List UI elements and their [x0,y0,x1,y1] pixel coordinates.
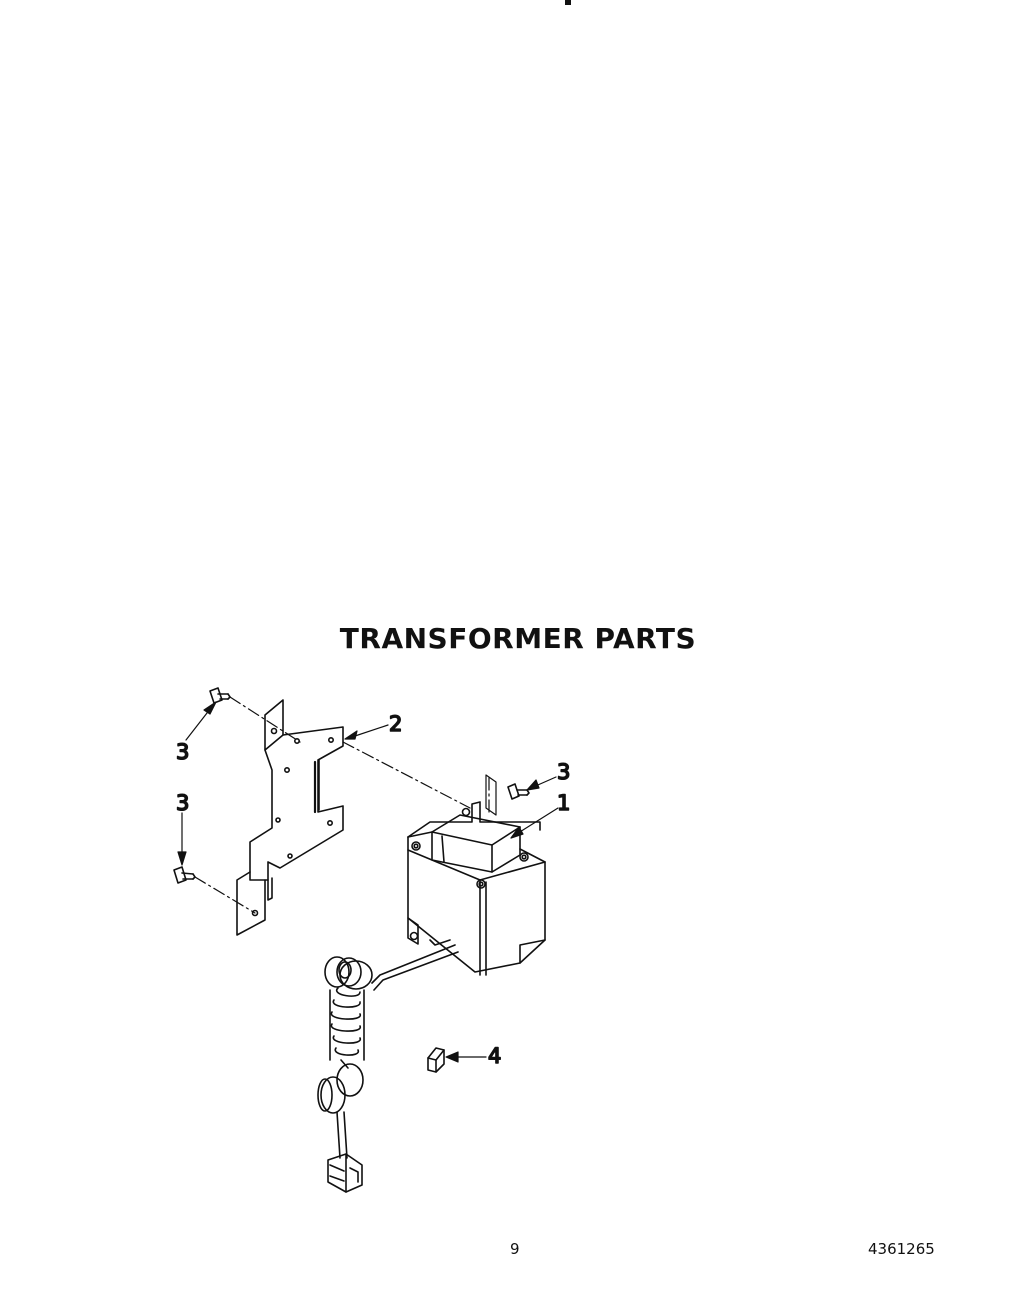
page-number: 9 [510,1240,520,1258]
assembly-lines [194,696,490,914]
callout-3-transformer: 3 [557,760,570,784]
page-title: TRANSFORMER PARTS [339,622,697,655]
wire-harness [317,939,459,1193]
transformer-mount-tab [485,774,497,816]
leader-arrows [177,701,559,1063]
callout-1: 1 [557,791,570,815]
wire-clip [427,1047,445,1073]
callout-3-upper-left: 3 [176,740,189,764]
screw-upper-left [209,687,231,704]
transformer [407,801,546,976]
document-number: 4361265 [868,1240,935,1258]
screw-transformer [507,783,530,800]
callout-4: 4 [488,1044,501,1068]
mounting-bracket [236,699,344,936]
screw-lower-left [173,866,196,884]
callout-3-lower-left: 3 [176,791,189,815]
callout-2: 2 [389,712,402,736]
top-crop-mark [565,0,571,5]
